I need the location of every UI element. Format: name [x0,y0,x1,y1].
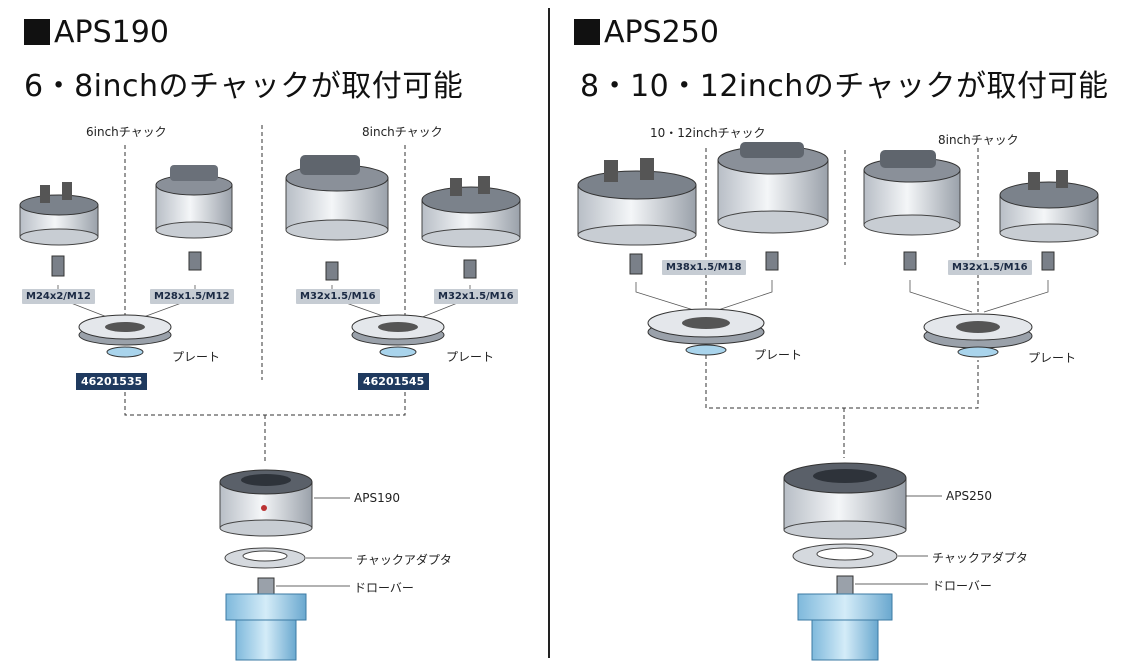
left-chuck-6inch-b [155,165,233,239]
left-drawbar-base [225,577,307,661]
right-thread-tag-1: M38x1.5/M18 [662,260,746,275]
left-6inch-chuck-label: 6inchチャック [86,125,167,139]
left-plate-label-a: プレート [172,350,221,364]
right-adapters [629,251,1055,275]
right-chuck-adapter-ring [792,543,898,569]
right-subtitle: 8・10・12inchのチャックが取付可能 [580,69,1109,104]
left-8inch-chuck-label: 8inchチャック [362,125,443,139]
right-chuck-12inch-a [577,158,697,246]
left-thread-tag-3: M32x1.5/M16 [296,289,380,304]
left-title: APS190 [24,16,169,50]
left-chuck-6inch-a [19,182,99,246]
right-drawbar-base [797,575,893,661]
right-plate-label-a: プレート [754,348,803,362]
right-leader-lines [855,495,942,585]
left-unit-label: APS190 [354,491,400,505]
right-plate-b [923,313,1033,358]
left-chuck-8inch-a [285,155,389,241]
left-drawbar-label: ドローバー [354,581,414,595]
square-bullet-icon [24,19,50,45]
left-chuck-8inch-b [421,176,521,248]
left-adapters [51,251,477,281]
left-chuck-adapter-ring [224,547,306,569]
right-12inch-chuck-label: 10・12inchチャック [650,126,766,140]
section-divider [548,8,550,658]
right-connector-lines [635,280,1049,313]
right-title: APS250 [574,16,719,50]
right-chuck-8inch-a [863,150,961,236]
right-dashed-guides [705,148,979,458]
left-leader-lines [276,497,352,587]
right-plate-a [647,308,765,356]
left-part-number-1: 46201535 [76,373,148,390]
square-bullet-icon [574,19,600,45]
left-aps190-unit [219,469,313,537]
left-dashed-guides [124,125,406,462]
left-adapter-label: チャックアダプタ [356,553,452,567]
right-adapter-label: チャックアダプタ [932,551,1028,565]
left-thread-tag-2: M28x1.5/M12 [150,289,234,304]
left-thread-tag-1: M24x2/M12 [22,289,95,304]
left-part-number-2: 46201545 [358,373,430,390]
right-drawbar-label: ドローバー [932,579,992,593]
left-plate-label-b: プレート [446,350,495,364]
right-chuck-8inch-b [999,170,1099,243]
left-plate-a [78,314,172,358]
right-8inch-chuck-label: 8inchチャック [938,133,1019,147]
right-thread-tag-2: M32x1.5/M16 [948,260,1032,275]
left-plate-b [351,314,445,358]
right-plate-label-b: プレート [1028,351,1077,365]
right-aps250-unit [783,462,907,540]
right-chuck-10inch-b [717,142,829,234]
left-thread-tag-4: M32x1.5/M16 [434,289,518,304]
left-subtitle: 6・8inchのチャックが取付可能 [24,69,464,104]
right-unit-label: APS250 [946,489,992,503]
